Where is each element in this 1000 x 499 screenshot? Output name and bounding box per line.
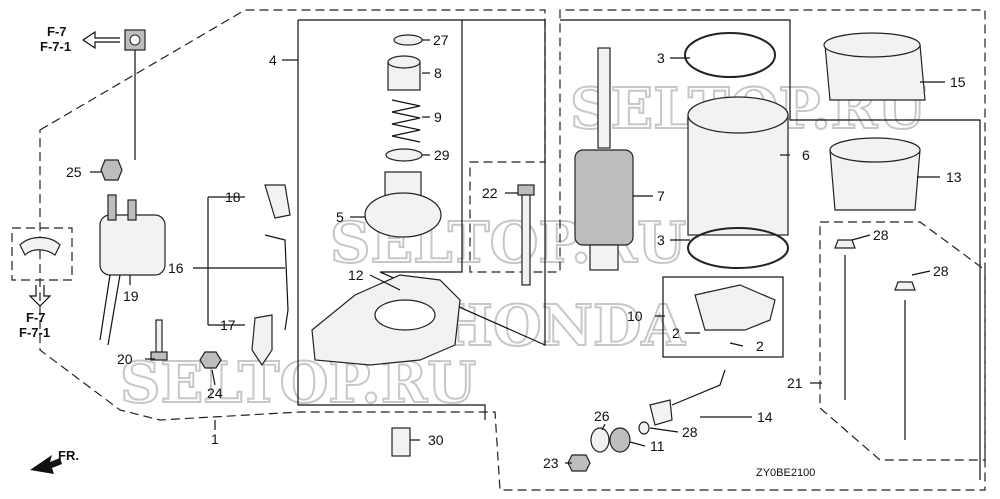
callout-11: 11 bbox=[650, 438, 665, 454]
callout-3-bottom: 3 bbox=[657, 232, 665, 248]
cable-terminal-18 bbox=[264, 184, 291, 219]
callout-5: 5 bbox=[336, 209, 344, 225]
front-label: FR. bbox=[58, 448, 79, 463]
nut-top bbox=[124, 29, 146, 51]
cover-15 bbox=[823, 32, 926, 101]
callout-24: 24 bbox=[207, 385, 223, 401]
reference-labels: F-7 F-7-1 F-7 F-7-1 bbox=[19, 24, 71, 340]
brush-holder-10 bbox=[694, 284, 776, 331]
armature-7 bbox=[574, 47, 634, 271]
clamp-box bbox=[11, 227, 73, 281]
callout-9: 9 bbox=[434, 109, 442, 125]
cable-clamp bbox=[19, 236, 61, 257]
assembly-outline-4 bbox=[297, 19, 546, 420]
washer-28-small bbox=[638, 421, 650, 435]
ref-f7-bottom: F-7 bbox=[26, 310, 46, 325]
stopper-ring-27 bbox=[393, 34, 423, 46]
callout-1: 1 bbox=[211, 431, 219, 447]
collar-30 bbox=[391, 427, 411, 457]
starter-pinion-5 bbox=[364, 171, 442, 238]
callout-22: 22 bbox=[482, 185, 498, 201]
callout-21: 21 bbox=[787, 375, 803, 391]
callout-19: 19 bbox=[123, 288, 139, 304]
ref-arrow-top bbox=[81, 30, 120, 50]
front-direction-indicator: FR. bbox=[30, 448, 79, 474]
ref-f71-top: F-7-1 bbox=[40, 39, 71, 54]
nut-24 bbox=[199, 351, 222, 369]
assembly-outline-yoke bbox=[560, 19, 981, 480]
callout-28-a: 28 bbox=[873, 227, 889, 243]
washer-26 bbox=[590, 427, 610, 453]
callout-28-b: 28 bbox=[933, 263, 949, 279]
bolt-20 bbox=[150, 319, 168, 361]
end-cover-13 bbox=[829, 137, 921, 211]
terminal-cap-17 bbox=[251, 314, 273, 367]
ref-f7-top: F-7 bbox=[47, 24, 67, 39]
callout-2-b: 2 bbox=[756, 338, 764, 354]
washer-11 bbox=[609, 427, 631, 453]
callout-15: 15 bbox=[950, 74, 966, 90]
callout-29: 29 bbox=[434, 147, 450, 163]
callout-2-a: 2 bbox=[672, 325, 680, 341]
washer-29 bbox=[385, 148, 423, 162]
callout-10: 10 bbox=[627, 308, 643, 324]
callout-28-c: 28 bbox=[682, 424, 698, 440]
callout-18: 18 bbox=[225, 189, 241, 205]
tie-bolts-21 bbox=[834, 239, 916, 440]
callout-26: 26 bbox=[594, 408, 610, 424]
callout-30: 30 bbox=[428, 432, 444, 448]
ref-f71-bottom: F-7-1 bbox=[19, 325, 50, 340]
callout-3-top: 3 bbox=[657, 50, 665, 66]
o-ring-3-top bbox=[684, 32, 776, 78]
brush-holder-box bbox=[662, 276, 784, 358]
bolt-22 bbox=[517, 184, 535, 286]
nut-25 bbox=[100, 159, 123, 181]
magnetic-switch-19 bbox=[99, 194, 166, 346]
callout-14: 14 bbox=[757, 409, 773, 425]
callout-6: 6 bbox=[802, 147, 810, 163]
pinion-stop-collar-8 bbox=[387, 55, 421, 91]
cable-16 bbox=[264, 234, 289, 331]
leader-lines bbox=[90, 39, 945, 464]
callout-7: 7 bbox=[657, 188, 665, 204]
callout-labels: 1 2 2 3 3 4 5 6 7 8 9 10 11 12 13 14 15 … bbox=[66, 32, 966, 471]
figure-code: ZY0BE2100 bbox=[756, 467, 815, 479]
callout-27: 27 bbox=[433, 32, 449, 48]
callout-23: 23 bbox=[543, 455, 559, 471]
o-ring-3-bottom bbox=[687, 227, 789, 269]
callout-4: 4 bbox=[269, 52, 277, 68]
ref-arrow-bottom bbox=[28, 285, 52, 307]
yoke-assembly-6 bbox=[687, 96, 789, 236]
watermark-honda: HONDA bbox=[440, 293, 686, 359]
callout-13: 13 bbox=[946, 169, 962, 185]
callout-17: 17 bbox=[220, 317, 236, 333]
callout-8: 8 bbox=[434, 65, 442, 81]
callout-20: 20 bbox=[117, 351, 133, 367]
terminal-14 bbox=[649, 399, 673, 426]
callout-12: 12 bbox=[348, 267, 364, 283]
callout-25: 25 bbox=[66, 164, 82, 180]
callout-16: 16 bbox=[168, 260, 184, 276]
return-spring-9 bbox=[391, 99, 421, 143]
tie-bolt-box bbox=[819, 221, 986, 461]
